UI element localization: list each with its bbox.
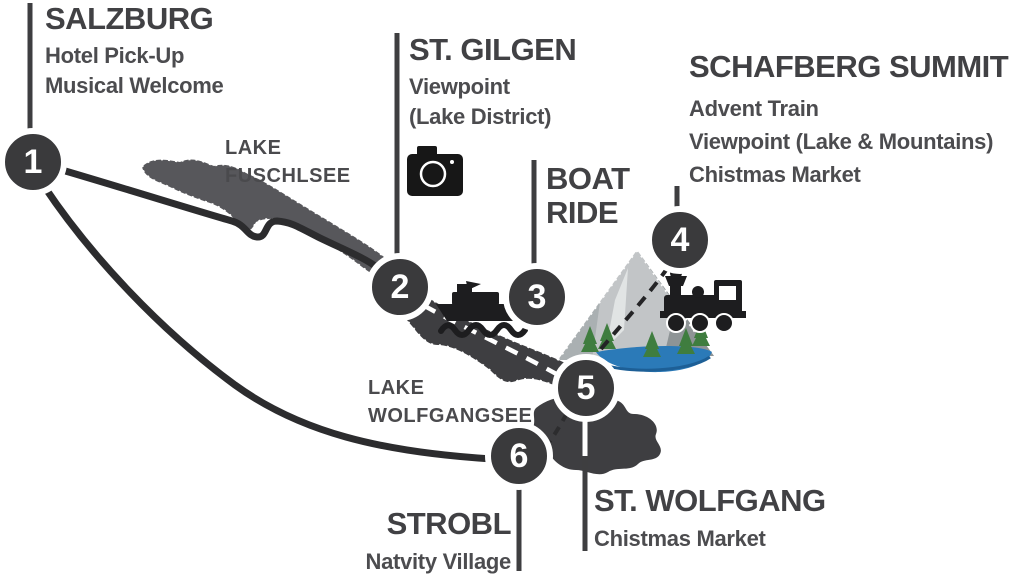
lake-fuschlsee-label: LAKE FUSCHLSEE	[225, 137, 351, 187]
stwolfgang-detail-1: Chistmas Market	[594, 526, 766, 551]
strobl-label-block: STROBL Natvity Village	[295, 506, 512, 577]
route-salzburg-stgilgen	[58, 166, 382, 272]
schafberg-detail-2: Viewpoint (Lake & Mountains)	[689, 129, 994, 154]
route-salzburg-strobl	[40, 182, 496, 463]
boat-route-dashed	[402, 292, 574, 385]
strobl-title: STROBL	[386, 506, 512, 541]
train-icon	[660, 267, 746, 333]
stop-marker-4: 4	[646, 206, 714, 274]
schafberg-label-block: SCHAFBERG SUMMIT Advent Train Viewpoint …	[689, 49, 1009, 191]
schafberg-detail-1: Advent Train	[689, 96, 819, 121]
salzburg-detail-2: Musical Welcome	[45, 73, 224, 98]
stwolfgang-label-block: ST. WOLFGANG Chistmas Market	[594, 484, 826, 554]
camera-icon	[407, 146, 463, 196]
stgilgen-title: ST. GILGEN	[409, 32, 577, 67]
schafberg-title: SCHAFBERG SUMMIT	[689, 49, 1009, 84]
stop-marker-6: 6	[485, 422, 553, 490]
salzburg-detail-1: Hotel Pick-Up	[45, 43, 185, 68]
stop-marker-3: 3	[503, 263, 571, 331]
salzburg-title: SALZBURG	[45, 1, 214, 36]
summit-route-dashed	[599, 264, 671, 351]
boatride-title: BOAT RIDE	[546, 161, 630, 230]
stgilgen-detail-1: Viewpoint	[409, 74, 510, 99]
stgilgen-label-block: ST. GILGEN Viewpoint (Lake District)	[409, 32, 577, 132]
schafberg-detail-3: Chistmas Market	[689, 162, 861, 187]
boatride-label-block: BOAT RIDE	[546, 162, 638, 230]
stop-marker-2: 2	[366, 253, 434, 321]
lake-wolfgangsee-label: LAKE WOLFGANGSEE	[368, 377, 533, 427]
lake-fuschlsee-shape	[141, 158, 397, 281]
stgilgen-detail-2: (Lake District)	[409, 104, 552, 129]
salzburg-label-block: SALZBURG Hotel Pick-Up Musical Welcome	[45, 2, 224, 101]
stop-marker-1: 1	[0, 128, 67, 196]
stwolfgang-title: ST. WOLFGANG	[594, 483, 826, 518]
strobl-detail-1: Natvity Village	[365, 549, 512, 574]
stop-marker-5: 5	[552, 354, 620, 422]
